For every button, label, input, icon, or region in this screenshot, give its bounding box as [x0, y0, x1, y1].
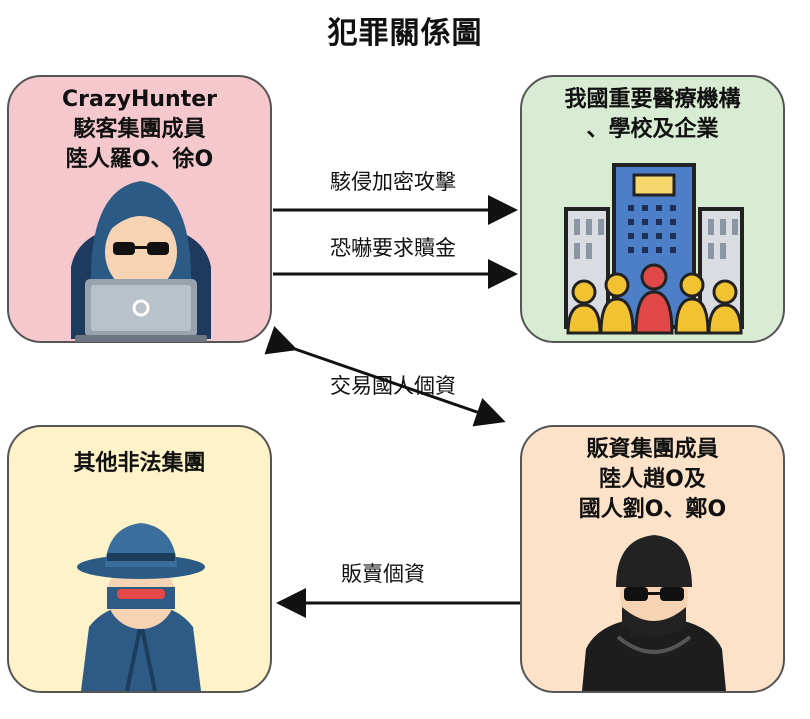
node-seller-line-3: 國人劉O、鄭O	[578, 497, 727, 522]
node-others-label: 其他非法集團	[9, 449, 270, 479]
office-buildings-people-icon	[564, 163, 744, 335]
edge-label-ransom: 恐嚇要求贖金	[330, 236, 456, 260]
node-others-line-1: 其他非法集團	[73, 451, 206, 476]
node-seller-line-2: 陸人趙O及	[599, 467, 706, 492]
node-victims-line-1: 我國重要醫療機構	[564, 87, 741, 112]
node-hacker-line-3: 陸人羅O、徐O	[65, 147, 214, 172]
node-victims-line-2: 、學校及企業	[586, 117, 719, 142]
hooded-hacker-laptop-icon	[71, 181, 211, 342]
diagram-title: 犯罪關係圖	[327, 16, 483, 51]
spy-trench-coat-hat-icon	[77, 523, 205, 692]
edge-label-sell: 販賣個資	[341, 562, 425, 586]
node-seller-line-1: 販資集團成員	[586, 437, 719, 462]
edge-label-trade: 交易國人個資	[330, 374, 456, 398]
node-hacker: CrazyHunter 駭客集團成員 陸人羅O、徐O	[7, 75, 272, 343]
node-others: 其他非法集團	[7, 425, 272, 693]
node-victims-label: 我國重要醫療機構 、學校及企業	[522, 85, 783, 145]
arrow-trade	[264, 325, 506, 427]
node-seller: 販資集團成員 陸人趙O及 國人劉O、鄭O	[520, 425, 785, 693]
node-seller-label: 販資集團成員 陸人趙O及 國人劉O、鄭O	[522, 435, 783, 525]
masked-thief-icon	[582, 535, 726, 691]
node-hacker-label: CrazyHunter 駭客集團成員 陸人羅O、徐O	[9, 85, 270, 175]
node-hacker-line-1: CrazyHunter	[61, 87, 217, 112]
edge-label-hack: 駭侵加密攻擊	[330, 170, 456, 194]
node-victims: 我國重要醫療機構 、學校及企業	[520, 75, 785, 343]
node-hacker-line-2: 駭客集團成員	[73, 117, 206, 142]
